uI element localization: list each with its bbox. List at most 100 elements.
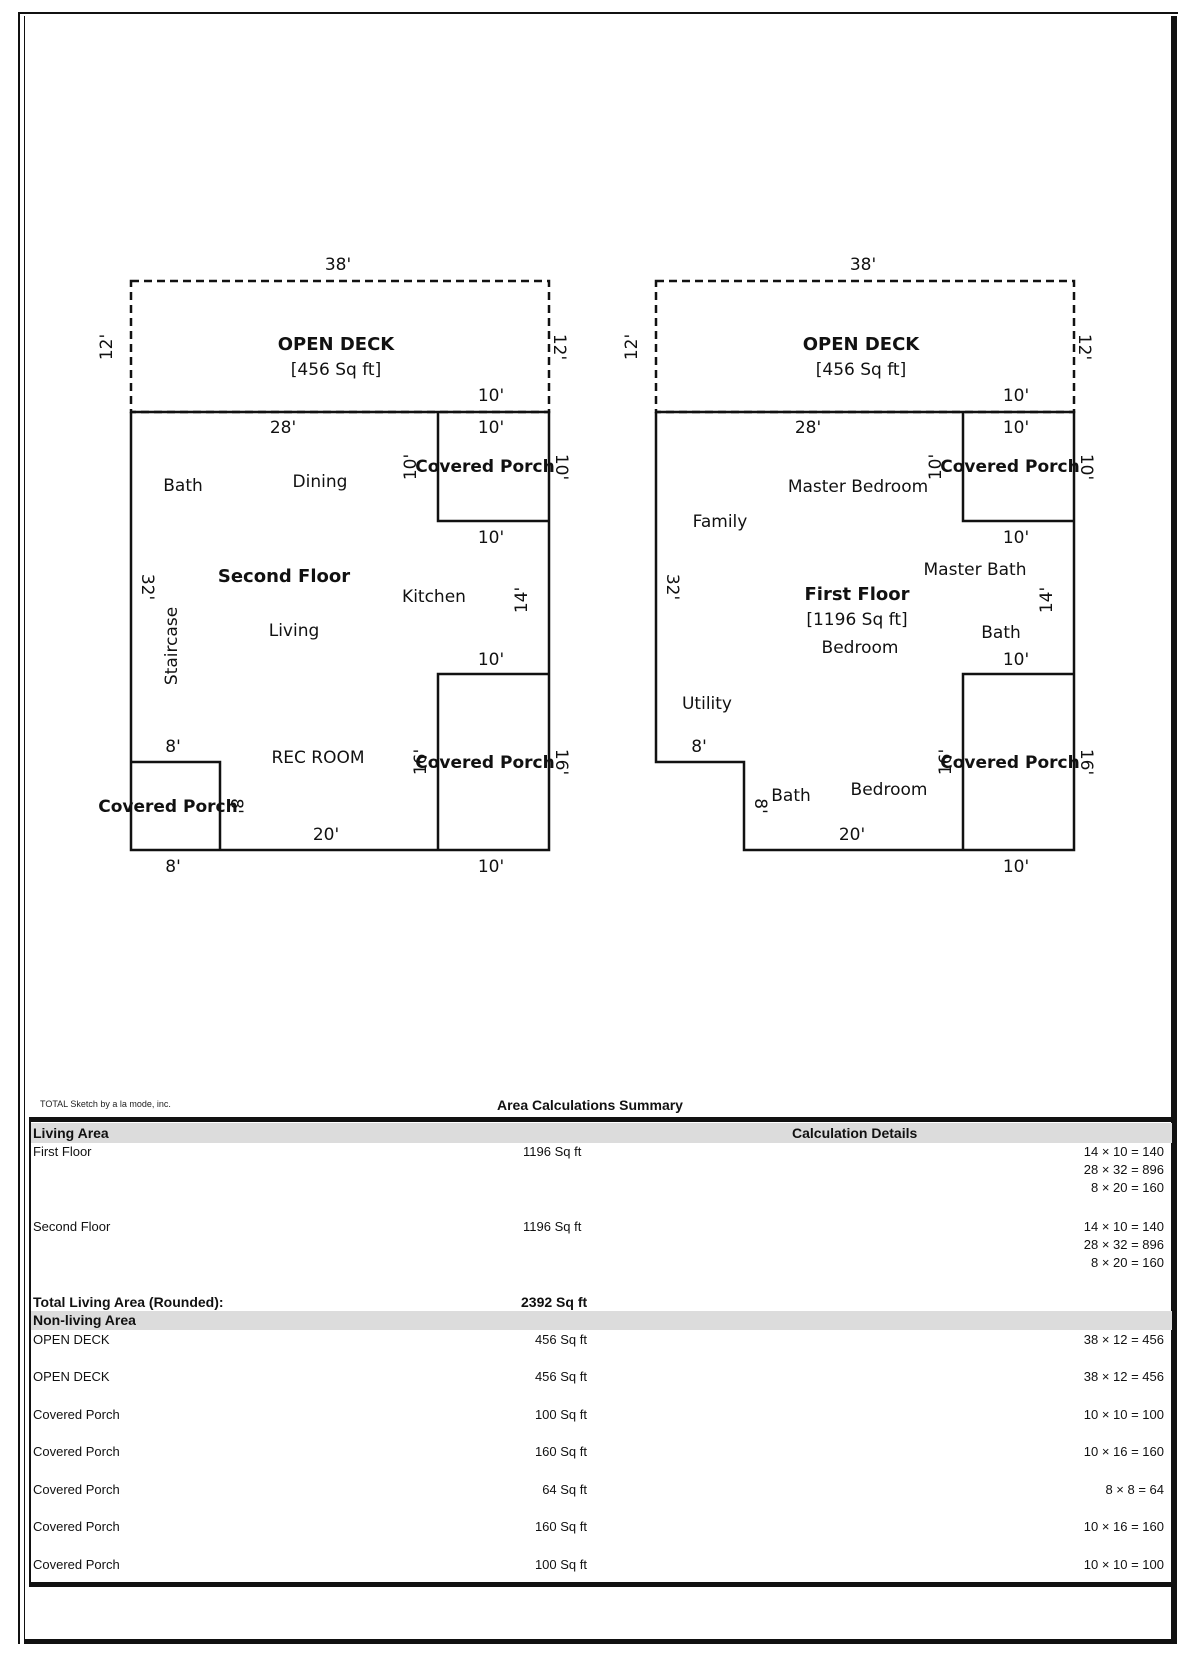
nonliving-row-calc: 38 × 12 = 456 [1083,1369,1164,1384]
nonliving-row-calc: 8 × 8 = 64 [1105,1482,1164,1497]
nonliving-row-area: 160 Sq ft [534,1519,587,1534]
dim-porch2-right: 16' [1076,749,1096,775]
living-row-area: 1196 Sq ft [523,1219,582,1234]
open-deck-label: OPEN DECK [803,334,921,355]
dim-bottom-left: 8' [165,857,181,877]
room-bath: Bath [163,476,203,496]
open-deck-area: [456 Sq ft] [816,360,906,380]
calculation-details-header: Calculation Details [792,1125,918,1141]
page-frame-outer [18,12,1178,1644]
living-row-name: First Floor [33,1144,92,1159]
room-bedroom: Bedroom [822,638,899,658]
second-floor-label: Second Floor [218,566,350,587]
calc-line: 8 × 20 = 160 [1090,1180,1164,1195]
dim-porch-left: 10' [926,454,946,480]
dim-inner-top: 28' [795,418,821,438]
covered-porch-bottom-label: Covered Porch [940,753,1079,773]
room-rec-room: REC ROOM [271,748,364,768]
covered-porch-bottom-outline [961,672,1074,850]
nonliving-row-calc: 10 × 10 = 100 [1083,1407,1164,1422]
dim-porch2-left: 16' [411,749,431,775]
living-area-header: Living Area [33,1125,109,1141]
nonliving-row-calc: 38 × 12 = 456 [1083,1332,1164,1347]
room-dining: Dining [293,472,348,492]
nonliving-row-calc: 10 × 16 = 160 [1083,1444,1164,1459]
covered-porch-top-outline [436,412,549,523]
nonliving-row-name: Covered Porch [33,1519,120,1534]
nonliving-row-area: 100 Sq ft [534,1557,587,1572]
living-row-area: 1196 Sq ft [523,1144,582,1159]
dim-porch-top-c: 10' [478,528,504,548]
nonliving-row-area: 456 Sq ft [534,1332,587,1347]
summary-title: Area Calculations Summary [497,1097,683,1113]
dim-small-right: 8' [226,798,246,814]
dim-bottom-right: 10' [1003,857,1029,877]
dim-bottom-right: 10' [478,857,504,877]
dim-porch-right: 10' [1076,454,1096,480]
living-row-name: Second Floor [33,1219,111,1234]
area-summary-table [29,1117,1174,1587]
dim-inner-top: 28' [270,418,296,438]
dim-porch-top-a: 10' [478,386,504,406]
dim-porch2-right: 16' [551,749,571,775]
non-living-area-header: Non-living Area [33,1312,136,1328]
calc-line: 28 × 32 = 896 [1083,1162,1164,1177]
room-living: Living [269,621,320,641]
covered-porch-top-label: Covered Porch [940,457,1079,477]
living-area-header-bar [31,1123,1172,1143]
second-floor-sketch: 38' 12' 12' OPEN DECK [456 Sq ft] 10' 28… [97,255,571,877]
first-floor-area: [1196 Sq ft] [806,610,907,630]
nonliving-row-name: Covered Porch [33,1407,120,1422]
covered-porch-top-label: Covered Porch [415,457,554,477]
nonliving-row-calc: 10 × 10 = 100 [1083,1557,1164,1572]
dim-right-mid: 14' [512,587,532,613]
dim-top: 38' [325,255,351,275]
dim-porch-top-b: 10' [478,418,504,438]
dim-small-top: 8' [165,737,181,757]
page-frame-right-bar [1171,16,1177,1644]
covered-porch-small-outline [131,760,222,850]
calc-line: 14 × 10 = 140 [1083,1144,1164,1159]
nonliving-row-name: Covered Porch [33,1557,120,1572]
calc-line: 8 × 20 = 160 [1090,1255,1164,1270]
calc-line: 14 × 10 = 140 [1083,1219,1164,1234]
open-deck-label: OPEN DECK [278,334,396,355]
dim-porch-left: 10' [401,454,421,480]
dim-left: 32' [137,574,157,600]
page-frame-inner [24,16,1172,1644]
total-living-area-label: Total Living Area (Rounded): [33,1294,224,1310]
dim-deck-right: 12' [549,334,569,360]
living-row-calcs: 14 × 10 = 140 28 × 32 = 896 8 × 20 = 160 [944,1143,1164,1197]
dim-porch-top-c: 10' [1003,528,1029,548]
dim-mid-b: 10' [478,650,504,670]
covered-porch-small-label: Covered Porch [98,797,237,817]
room-utility: Utility [682,694,732,714]
calc-line: 28 × 32 = 896 [1083,1237,1164,1252]
first-floor-sketch: 38' 12' 12' OPEN DECK [456 Sq ft] 10' 28… [622,255,1096,877]
dim-porch2-left: 16' [936,749,956,775]
dim-mid-b: 10' [1003,650,1029,670]
dim-right-mid: 14' [1037,587,1057,613]
room-master-bedroom: Master Bedroom [788,477,928,497]
first-floor-label: First Floor [804,584,909,605]
dim-deck-left: 12' [97,334,117,360]
nonliving-row-name: Covered Porch [33,1444,120,1459]
room-bath-2: Bath [771,786,811,806]
dim-porch-top-b: 10' [1003,418,1029,438]
floor-plan-sketches: 38' 12' 12' OPEN DECK [456 Sq ft] 10' 28… [97,255,1096,877]
second-floor-outline [129,410,551,852]
covered-porch-bottom-label: Covered Porch [415,753,554,773]
room-family: Family [693,512,748,532]
non-living-area-header-bar [31,1311,1172,1330]
nonliving-row-name: Covered Porch [33,1482,120,1497]
nonliving-row-area: 100 Sq ft [534,1407,587,1422]
dim-porch-right: 10' [551,454,571,480]
living-row-calcs: 14 × 10 = 140 28 × 32 = 896 8 × 20 = 160 [944,1218,1164,1272]
room-bedroom-2: Bedroom [851,780,928,800]
nonliving-row-name: OPEN DECK [33,1332,110,1347]
dim-step-top: 8' [691,737,707,757]
software-credit: TOTAL Sketch by a la mode, inc. [40,1099,171,1109]
covered-porch-top-outline [961,412,1074,523]
dim-step-side: 8' [750,798,770,814]
open-deck-area: [456 Sq ft] [291,360,381,380]
